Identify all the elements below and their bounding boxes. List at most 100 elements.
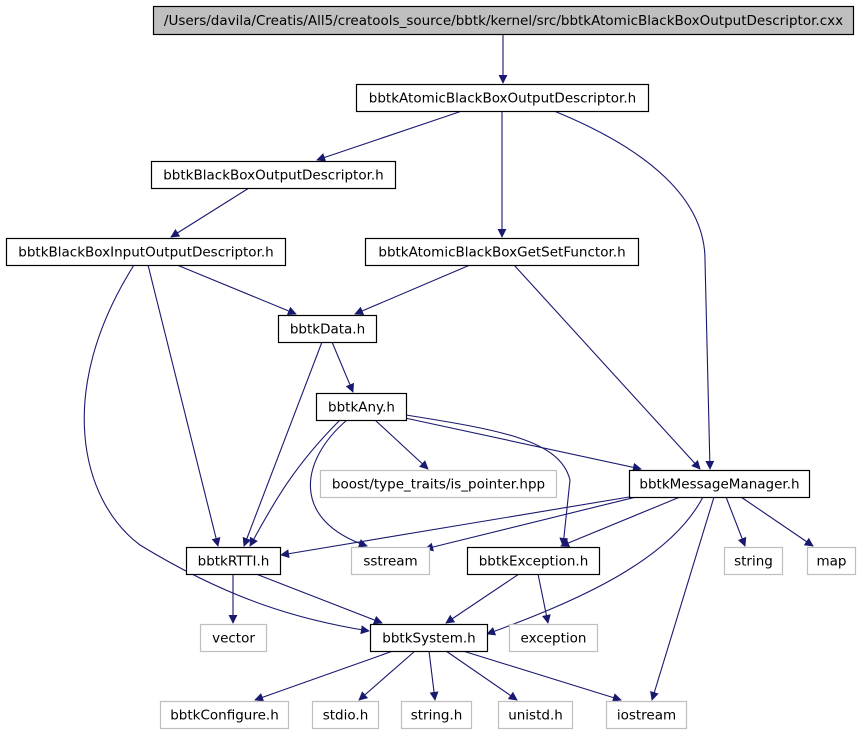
node-box	[185, 546, 282, 576]
node-box	[311, 700, 380, 730]
edge-line	[537, 573, 551, 624]
node-label: bbtkAny.h	[328, 400, 395, 416]
edge-line	[405, 414, 571, 547]
node-label: vector	[212, 631, 255, 647]
edge-msgmgr-to-iostream	[650, 496, 715, 701]
edges-layer	[83, 34, 814, 702]
node-label: sstream	[363, 554, 417, 570]
node-label: string.h	[411, 708, 463, 724]
edge-abbgsf-to-msgmgr	[513, 264, 701, 470]
edge-line	[147, 264, 221, 547]
edge-line	[428, 650, 439, 701]
edge-abbgsf-to-data	[354, 264, 471, 315]
edge-line	[254, 650, 394, 702]
edge-line	[280, 496, 630, 559]
node-label: /Users/davila/Creatis/All5/creatools_sou…	[164, 13, 843, 29]
edge-line	[513, 264, 701, 470]
edge-line	[170, 187, 250, 238]
node-sstream[interactable]: sstream	[350, 546, 431, 576]
edge-exception_h-to-system	[445, 573, 520, 624]
edge-system-to-iostream	[462, 650, 622, 702]
edge-system-to-stringh	[428, 650, 439, 701]
edge-bbiod-to-data	[176, 264, 297, 316]
edge-msgmgr-to-rtti	[280, 496, 630, 559]
edge-line	[176, 264, 297, 316]
edge-system-to-unistd	[445, 650, 518, 701]
edge-rtti-to-system	[255, 573, 383, 625]
edge-line	[445, 573, 520, 624]
edge-line	[553, 110, 715, 470]
node-string[interactable]: string	[723, 546, 784, 576]
node-abbod[interactable]: bbtkAtomicBlackBoxOutputDescriptor.h	[355, 83, 650, 113]
node-map[interactable]: map	[806, 546, 857, 576]
edge-msgmgr-to-sstream	[424, 496, 637, 552]
edge-data-to-any	[331, 341, 355, 393]
node-abbgsf[interactable]: bbtkAtomicBlackBoxGetSetFunctor.h	[364, 237, 640, 267]
node-rtti[interactable]: bbtkRTTI.h	[185, 546, 282, 576]
edge-system-to-configure	[254, 650, 394, 702]
node-label: bbtkRTTI.h	[198, 554, 270, 570]
node-unistd[interactable]: unistd.h	[497, 700, 574, 730]
node-label: bbtkConfigure.h	[170, 708, 279, 724]
node-box	[355, 83, 650, 113]
node-box	[315, 392, 408, 422]
node-boostptr[interactable]: boost/type_traits/is_pointer.hpp	[319, 469, 558, 499]
node-box	[466, 546, 601, 576]
edge-data-to-rtti	[242, 341, 323, 547]
node-stringh[interactable]: string.h	[400, 700, 473, 730]
node-msgmgr[interactable]: bbtkMessageManager.h	[628, 469, 811, 499]
node-box	[152, 5, 855, 36]
node-bbiod[interactable]: bbtkBlackBoxInputOutputDescriptor.h	[5, 237, 287, 267]
node-box	[277, 314, 378, 344]
node-iostream[interactable]: iostream	[605, 700, 688, 730]
edge-bbod-to-bbiod	[170, 187, 250, 238]
node-stdio[interactable]: stdio.h	[311, 700, 380, 730]
edge-msgmgr-to-exception_h	[560, 496, 681, 548]
node-configure[interactable]: bbtkConfigure.h	[159, 700, 290, 730]
node-label: boost/type_traits/is_pointer.hpp	[332, 477, 545, 493]
node-box	[150, 160, 397, 190]
edge-any-to-exception_h	[405, 414, 571, 547]
edge-line	[316, 110, 463, 162]
edge-line	[486, 496, 704, 636]
node-data[interactable]: bbtkData.h	[277, 314, 378, 344]
nodes-layer: /Users/davila/Creatis/All5/creatools_sou…	[5, 5, 857, 730]
edge-line	[424, 496, 637, 552]
edge-bbiod-to-system	[83, 264, 370, 635]
edge-line	[331, 341, 355, 393]
edge-line	[404, 417, 642, 472]
node-system[interactable]: bbtkSystem.h	[369, 623, 489, 653]
edge-abbod-to-bbod	[316, 110, 463, 162]
node-root[interactable]: /Users/davila/Creatis/All5/creatools_sou…	[152, 5, 855, 36]
node-box	[319, 469, 558, 499]
edge-any-to-msgmgr	[404, 417, 642, 472]
node-bbod[interactable]: bbtkBlackBoxOutputDescriptor.h	[150, 160, 397, 190]
node-box	[723, 546, 784, 576]
node-box	[350, 546, 431, 576]
edge-line	[560, 496, 681, 548]
edge-msgmgr-to-system	[486, 496, 704, 636]
node-box	[806, 546, 857, 576]
node-label: stdio.h	[323, 708, 369, 724]
edge-line	[242, 341, 323, 547]
node-box	[364, 237, 640, 267]
edge-line	[354, 264, 471, 315]
edge-line	[650, 496, 715, 701]
node-exception[interactable]: exception	[508, 623, 599, 653]
node-label: bbtkMessageManager.h	[639, 477, 799, 493]
edge-line	[740, 496, 814, 547]
edge-any-to-boostptr	[374, 419, 429, 470]
node-label: bbtkSystem.h	[382, 631, 475, 647]
node-label: unistd.h	[508, 708, 563, 724]
edge-line	[309, 419, 368, 548]
node-exception_h[interactable]: bbtkException.h	[466, 546, 601, 576]
node-box	[628, 469, 811, 499]
node-any[interactable]: bbtkAny.h	[315, 392, 408, 422]
edge-line	[374, 419, 429, 470]
node-label: exception	[521, 631, 587, 647]
node-vector[interactable]: vector	[199, 623, 268, 653]
node-label: bbtkException.h	[479, 554, 589, 570]
node-label: bbtkBlackBoxOutputDescriptor.h	[163, 168, 384, 184]
edge-line	[725, 496, 747, 547]
